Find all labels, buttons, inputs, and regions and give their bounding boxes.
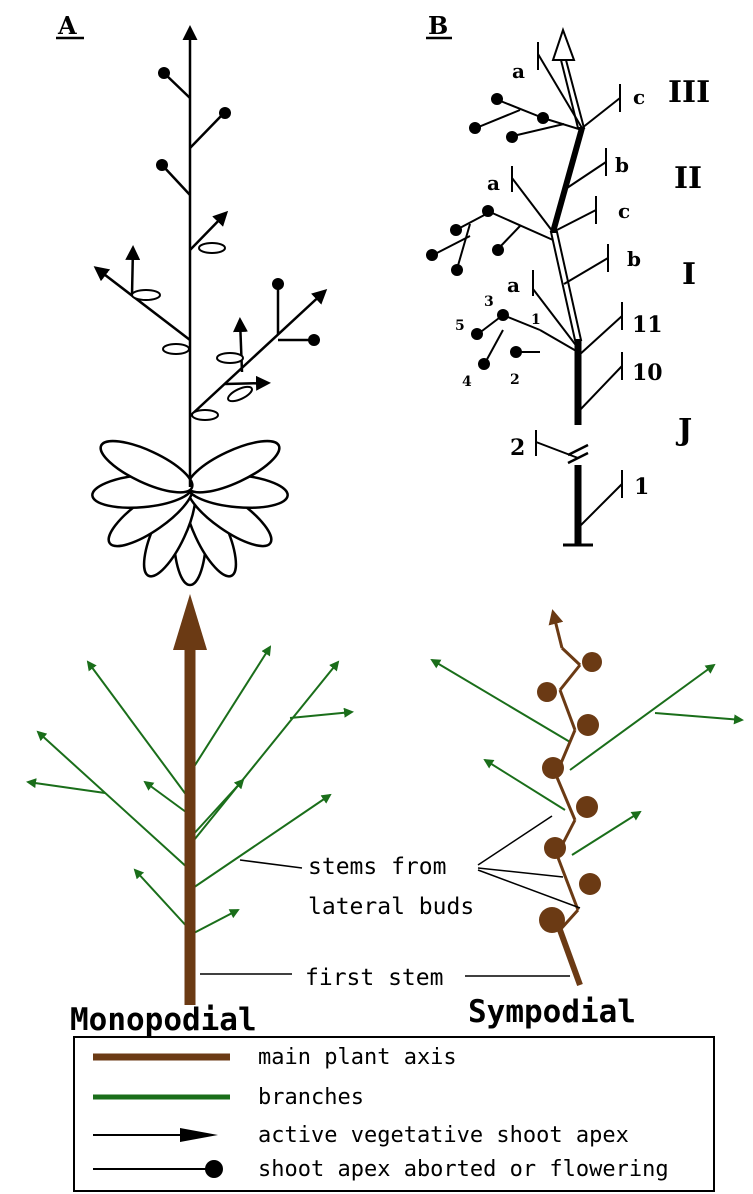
unit-labels-b: III II I J: [668, 75, 710, 448]
branch-number-1: 1: [531, 312, 541, 328]
node-label-1: 1: [634, 474, 649, 500]
annotation-stems-line1: stems from: [308, 854, 446, 880]
legend-label-active-apex: active vegetative shoot apex: [258, 1123, 629, 1148]
flower-dots-b: [426, 93, 549, 370]
node-labels-b: a c b a c b a 11 10 2 1: [487, 59, 663, 500]
sympodial-title: Sympodial: [468, 994, 636, 1030]
monopodial-main-axis: [173, 594, 207, 1005]
node-label-11: 11: [632, 312, 663, 338]
node-label-c-top: c: [633, 85, 645, 109]
annotation-first-stem: first stem: [305, 965, 443, 991]
node-label-10: 10: [632, 360, 663, 386]
node-label-a-mid: a: [487, 171, 500, 195]
legend-label-main-axis: main plant axis: [258, 1045, 457, 1070]
legend-label-branches: branches: [258, 1085, 364, 1110]
branch-number-5: 5: [455, 318, 465, 334]
branch-number-4: 4: [462, 374, 472, 390]
panel-a: A: [56, 11, 325, 585]
node-label-b-mid: b: [615, 153, 629, 177]
panel-b: B: [426, 11, 710, 545]
unit-label-i: I: [682, 257, 696, 292]
node-label-a-top: a: [512, 59, 525, 83]
monopodial-title: Monopodial: [70, 1002, 257, 1038]
sympodial-diagram: Sympodial: [432, 612, 742, 1030]
node-label-c-mid: c: [618, 199, 630, 223]
flower-dots-a: [156, 67, 320, 346]
panel-b-label: B: [428, 11, 448, 40]
legend: main plant axis branches active vegetati…: [74, 1037, 714, 1191]
lateral-branches-b: [433, 42, 622, 528]
node-label-b-low: b: [627, 247, 641, 271]
unit-label-iii: III: [668, 75, 710, 110]
sympodial-branches: [432, 660, 742, 855]
unit-label-j: J: [675, 413, 692, 448]
node-label-2: 2: [510, 435, 525, 461]
branch-number-3: 3: [484, 294, 494, 310]
unit-label-ii: II: [674, 161, 702, 196]
node-label-a-low: a: [507, 273, 520, 297]
monopodial-diagram: Monopodial: [28, 594, 352, 1038]
bracts-a: [132, 243, 254, 420]
branch-numbers-b: 1 2 3 4 5: [455, 294, 541, 390]
panel-a-label: A: [57, 11, 77, 40]
sympodial-axis-b: [551, 30, 593, 545]
branch-number-2: 2: [510, 372, 520, 388]
annotations: stems from lateral buds first stem: [200, 816, 580, 991]
legend-label-aborted-apex: shoot apex aborted or flowering: [258, 1157, 669, 1182]
annotation-stems-line2: lateral buds: [308, 894, 474, 920]
